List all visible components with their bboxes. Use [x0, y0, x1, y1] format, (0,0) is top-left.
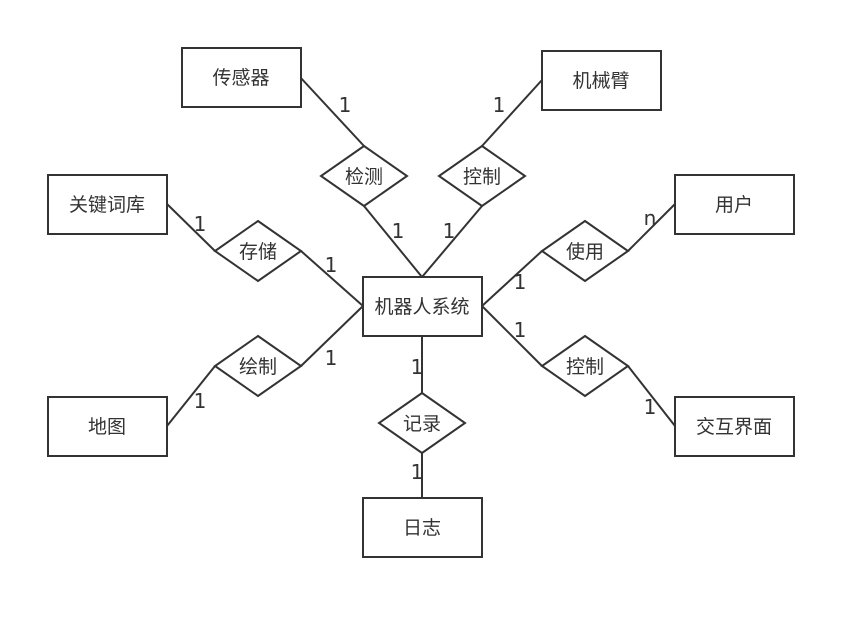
- entity-sensor[interactable]: 传感器: [181, 47, 302, 108]
- cardinality-arm-control: 1: [493, 93, 506, 117]
- relationship-control-ui-label: 控制: [566, 356, 604, 378]
- relationship-store[interactable]: 存储: [213, 219, 303, 283]
- entity-ui-label: 交互界面: [696, 416, 772, 438]
- line-user-use: [627, 203, 676, 252]
- relationship-control-arm[interactable]: 控制: [437, 144, 527, 208]
- relationship-detect[interactable]: 检测: [319, 144, 409, 208]
- relationship-store-label: 存储: [239, 241, 277, 263]
- cardinality-sensor-detect: 1: [339, 93, 352, 117]
- line-sensor-detect: [299, 76, 365, 147]
- entity-keyword-db[interactable]: 关键词库: [47, 174, 168, 235]
- line-map-draw: [166, 365, 216, 427]
- cardinality-control-ui-ui: 1: [644, 395, 657, 419]
- cardinality-detect-system: 1: [392, 219, 405, 243]
- entity-log-label: 日志: [403, 517, 441, 539]
- entity-log[interactable]: 日志: [362, 497, 483, 558]
- line-control-system: [421, 205, 483, 278]
- line-store-system: [300, 250, 364, 307]
- connectors: [166, 76, 676, 498]
- relationship-use[interactable]: 使用: [540, 219, 630, 283]
- relationship-control-arm-label: 控制: [463, 166, 501, 188]
- relationship-record-label: 记录: [403, 413, 441, 435]
- line-draw-system: [300, 305, 364, 367]
- cardinality-draw-system: 1: [325, 346, 338, 370]
- relationship-use-label: 使用: [566, 241, 604, 263]
- entity-sensor-label: 传感器: [212, 67, 269, 89]
- line-keyword-store: [166, 203, 216, 252]
- relationship-draw[interactable]: 绘制: [213, 334, 303, 398]
- relationship-draw-label: 绘制: [239, 356, 277, 378]
- line-use-system: [481, 250, 543, 307]
- entity-user[interactable]: 用户: [674, 174, 795, 235]
- entity-map-label: 地图: [88, 416, 126, 438]
- cardinality-user-use: n: [644, 206, 657, 230]
- cardinality-system-control-ui: 1: [514, 318, 527, 342]
- entity-map[interactable]: 地图: [47, 396, 168, 457]
- line-detect-system: [363, 205, 423, 278]
- cardinality-use-system: 1: [514, 270, 527, 294]
- entity-ui[interactable]: 交互界面: [674, 396, 795, 457]
- cardinality-system-record: 1: [411, 355, 424, 379]
- entity-robot-system[interactable]: 机器人系统: [362, 276, 483, 337]
- cardinalities: 1 1 1 1 1 1 n 1 1 1 1 1 1 1: [194, 93, 657, 484]
- relationship-detect-label: 检测: [345, 166, 383, 188]
- entity-user-label: 用户: [715, 194, 753, 216]
- cardinality-store-system: 1: [325, 253, 338, 277]
- relationship-control-ui[interactable]: 控制: [540, 334, 630, 398]
- line-control-ui-ui: [627, 365, 676, 427]
- cardinality-keyword-store: 1: [194, 212, 207, 236]
- cardinality-record-log: 1: [411, 460, 424, 484]
- entity-robot-arm-label: 机械臂: [572, 70, 629, 92]
- entity-robot-arm[interactable]: 机械臂: [541, 50, 662, 111]
- entity-keyword-db-label: 关键词库: [69, 194, 145, 216]
- line-system-control-ui: [481, 305, 543, 367]
- cardinality-map-draw: 1: [194, 389, 207, 413]
- entity-robot-system-label: 机器人系统: [374, 296, 469, 318]
- line-arm-control: [481, 79, 543, 147]
- cardinality-control-system: 1: [443, 219, 456, 243]
- relationship-record[interactable]: 记录: [377, 391, 467, 455]
